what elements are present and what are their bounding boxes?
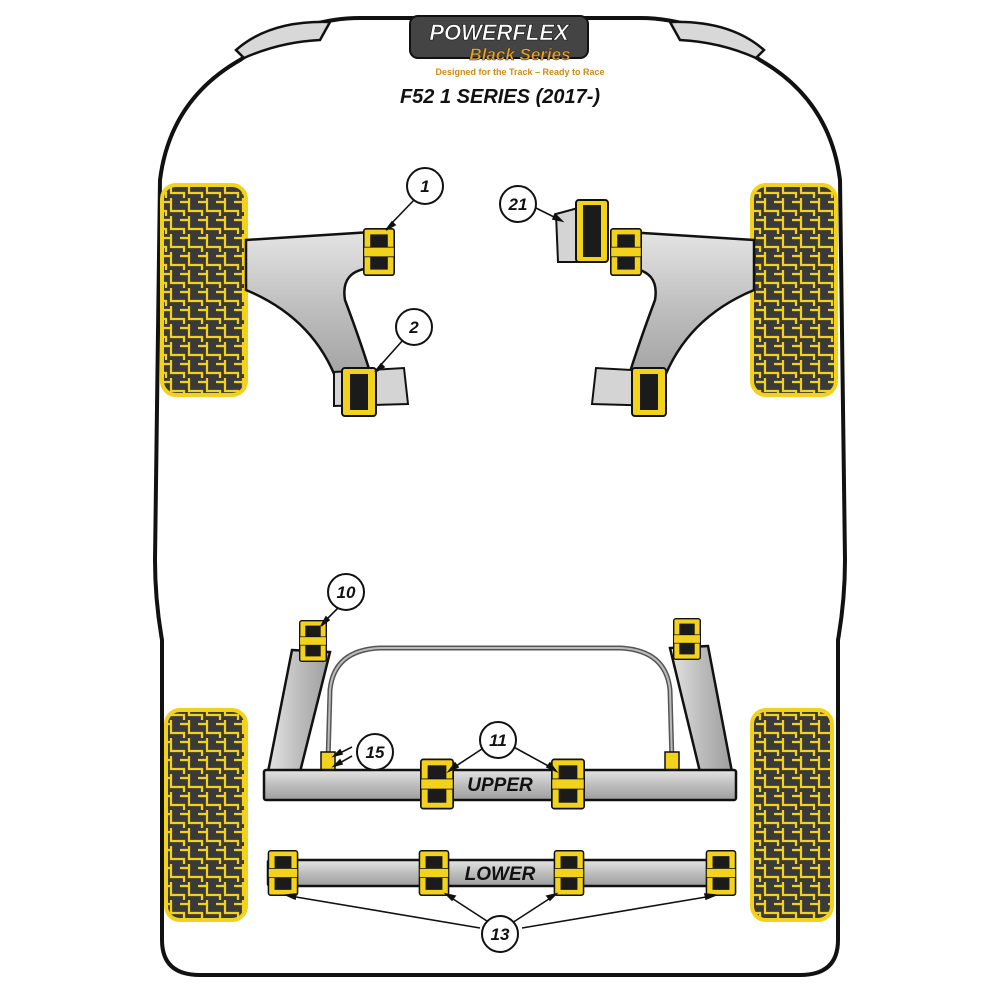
bushing-13-inner-right [553, 850, 585, 896]
callout-11-text: 11 [489, 731, 507, 750]
bushing-10-left [298, 620, 328, 662]
upper-arm [262, 768, 738, 802]
callout-10: 10 [327, 573, 365, 611]
right-mirror [667, 20, 766, 60]
front-right-wishbone [626, 230, 756, 392]
lower-label: LOWER [465, 864, 536, 885]
callout-2: 2 [395, 308, 433, 346]
powerflex-logo: POWERFLEX Black Series Designed for the … [409, 15, 605, 77]
front-left-wheel [160, 183, 248, 397]
bushing-13-outer-left [267, 850, 299, 896]
callout-11: 11 [479, 721, 517, 759]
front-left-wishbone [244, 230, 374, 392]
bushing-2-left-core [350, 374, 368, 410]
engine-mount-21-core [583, 205, 601, 257]
callout-13-text: 13 [491, 925, 510, 944]
car-body-outline [152, 16, 848, 977]
callout-21-text: 21 [508, 195, 528, 214]
callout-2-text: 2 [408, 318, 419, 337]
anti-roll-bar-highlight [327, 647, 673, 763]
bushing-13-inner-left [418, 850, 450, 896]
bushing-10-right [672, 618, 702, 660]
upper-label: UPPER [467, 775, 533, 796]
bushing-13-outer-right [705, 850, 737, 896]
callout-1: 1 [406, 167, 444, 205]
callout-lines [282, 198, 717, 929]
bushing-1-left [363, 227, 395, 277]
callout-10-text: 10 [337, 583, 356, 602]
callout-21: 21 [499, 185, 537, 223]
callout-13: 13 [481, 915, 519, 953]
bushing-1-right [610, 227, 642, 277]
bushing-11-left [420, 758, 454, 810]
callout-1-text: 1 [420, 177, 429, 196]
bushing-2-right-core [640, 374, 658, 410]
callout-15-text: 15 [366, 743, 385, 762]
rear-right-wheel [750, 708, 834, 922]
brand-tagline: Designed for the Track – Ready to Race [435, 67, 604, 77]
page-title: F52 1 SERIES (2017-) [400, 86, 600, 108]
front-right-wheel [750, 183, 838, 397]
rear-left-wheel [164, 708, 248, 922]
callout-15: 15 [356, 733, 394, 771]
bushing-11-right [551, 758, 585, 810]
left-mirror [234, 20, 333, 60]
brand-name: POWERFLEX [429, 20, 570, 45]
brand-series: Black Series [469, 45, 570, 64]
